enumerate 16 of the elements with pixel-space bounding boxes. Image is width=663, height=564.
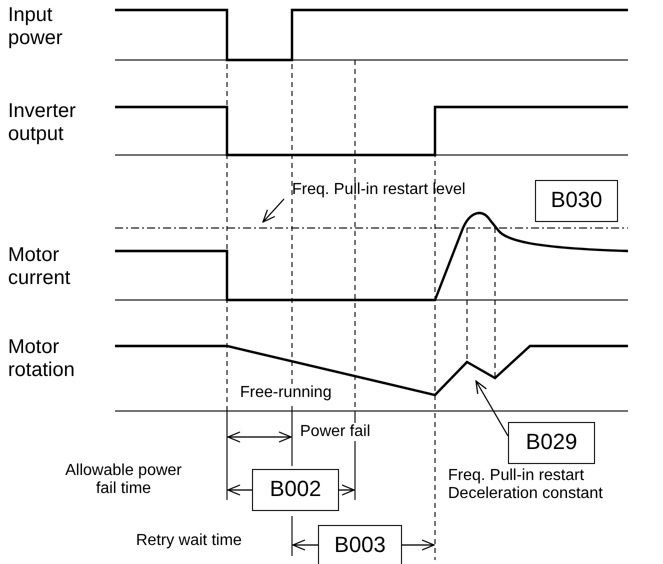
level-annotation: Freq. Pull-in restart level (292, 181, 466, 200)
phase-annotation: Power fail (300, 423, 370, 442)
phase-annotation: Free-running (240, 384, 332, 402)
phase-annotation: Allowable power fail time (64, 462, 183, 499)
signal-name: Input power (8, 4, 64, 50)
parameter-code-box: B030 (535, 180, 618, 222)
parameter-description: Freq. Pull-in restart Deceleration constant (448, 467, 604, 504)
signal-name: Inverter output (8, 100, 77, 146)
leader-line (262, 198, 284, 223)
phase-annotation: Retry wait time (136, 532, 242, 550)
parameter-code-box: B029 (508, 422, 595, 464)
signal-name: Motor rotation (8, 336, 76, 382)
signal-name: Motor current (8, 244, 72, 290)
leader-line (475, 380, 509, 436)
parameter-code-box: B002 (252, 469, 339, 511)
parameter-code-box: B003 (318, 525, 402, 564)
